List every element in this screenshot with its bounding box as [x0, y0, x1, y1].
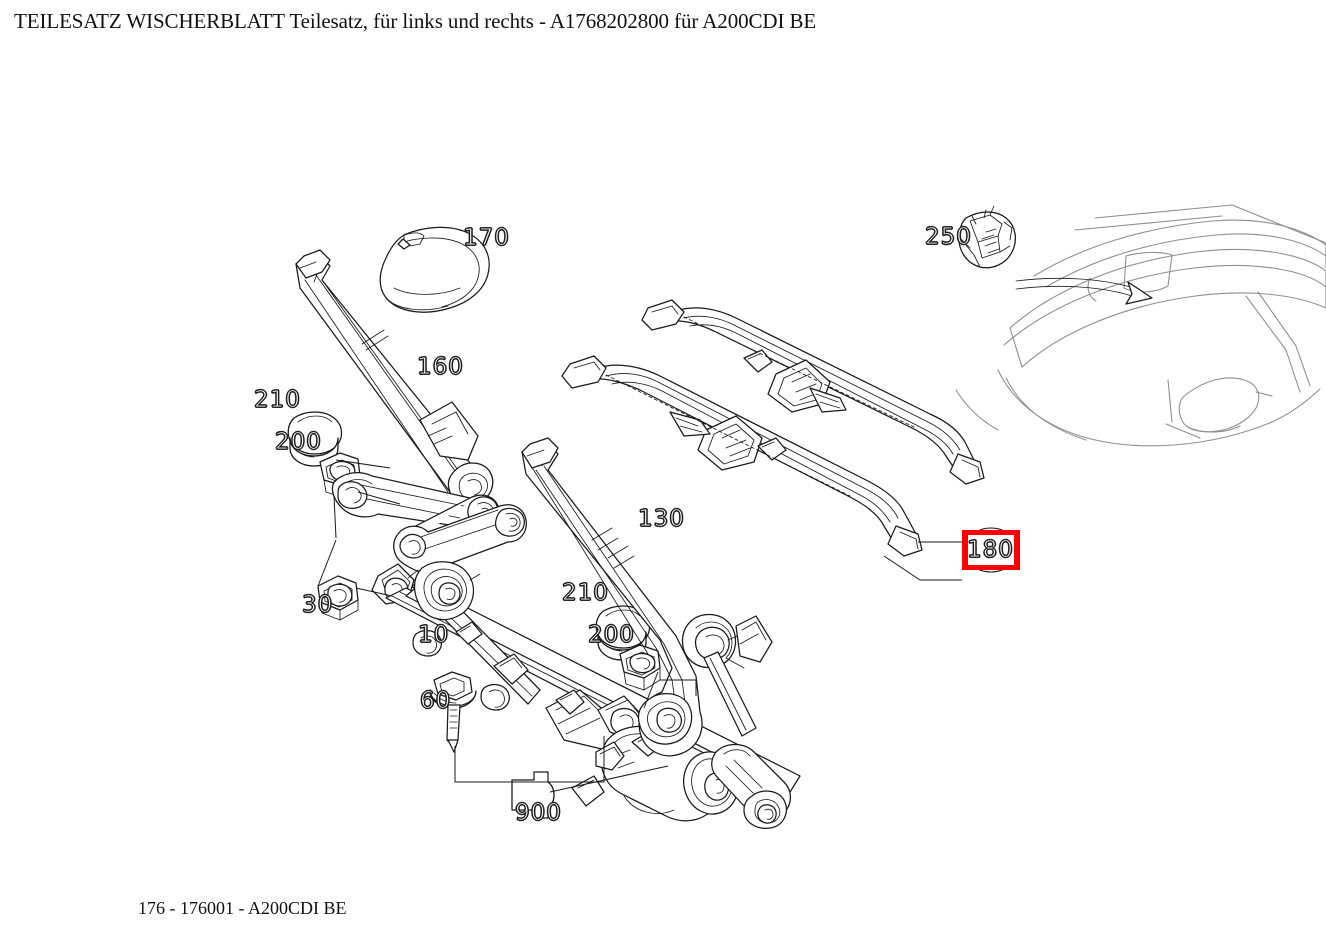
callout-180-label: 180 [966, 537, 1014, 563]
callout-200-upper[interactable]: 200 [274, 429, 322, 455]
callout-130[interactable]: 130 [637, 506, 685, 532]
callout-30[interactable]: 30 [301, 592, 334, 618]
callout-200-lower[interactable]: 200 [587, 622, 635, 648]
callout-170[interactable]: 170 [462, 225, 510, 251]
highlighted-callout-180[interactable]: 180 [962, 530, 1020, 570]
part-200-hex-nut-lower [619, 644, 661, 691]
sensor-pointer-arrow [1015, 277, 1153, 305]
part-160-wiper-arm-left [295, 249, 494, 506]
page-footer: 176 - 176001 - A200CDI BE [138, 898, 347, 918]
callout-900[interactable]: 900 [514, 800, 562, 826]
part-60-flange-bolt [429, 671, 477, 753]
part-10-wiper-linkage-assembly [331, 472, 801, 829]
callout-210-lower[interactable]: 210 [561, 580, 609, 606]
part-900-direction-marker [511, 771, 555, 819]
highlight-inner-panel [968, 535, 1014, 565]
part-250-rain-sensor [958, 205, 1016, 269]
page-title: TEILESATZ WISCHERBLATT Teilesatz, für li… [14, 9, 817, 33]
part-170-cover-cap [379, 226, 490, 313]
part-180-wiper-blade-set [561, 299, 985, 557]
callout-60[interactable]: 60 [419, 688, 452, 714]
part-210-cover-cap-upper [287, 411, 343, 467]
part-30-bushing [317, 575, 359, 621]
callout-250[interactable]: 250 [924, 224, 972, 250]
callout-10[interactable]: 10 [417, 622, 450, 648]
part-130-wiper-arm-right [521, 437, 703, 757]
callout-160[interactable]: 160 [416, 354, 464, 380]
callout-210-upper[interactable]: 210 [253, 387, 301, 413]
technical-drawing: .ln { fill:none; stroke:#1a1a1a; stroke-… [0, 40, 1326, 880]
